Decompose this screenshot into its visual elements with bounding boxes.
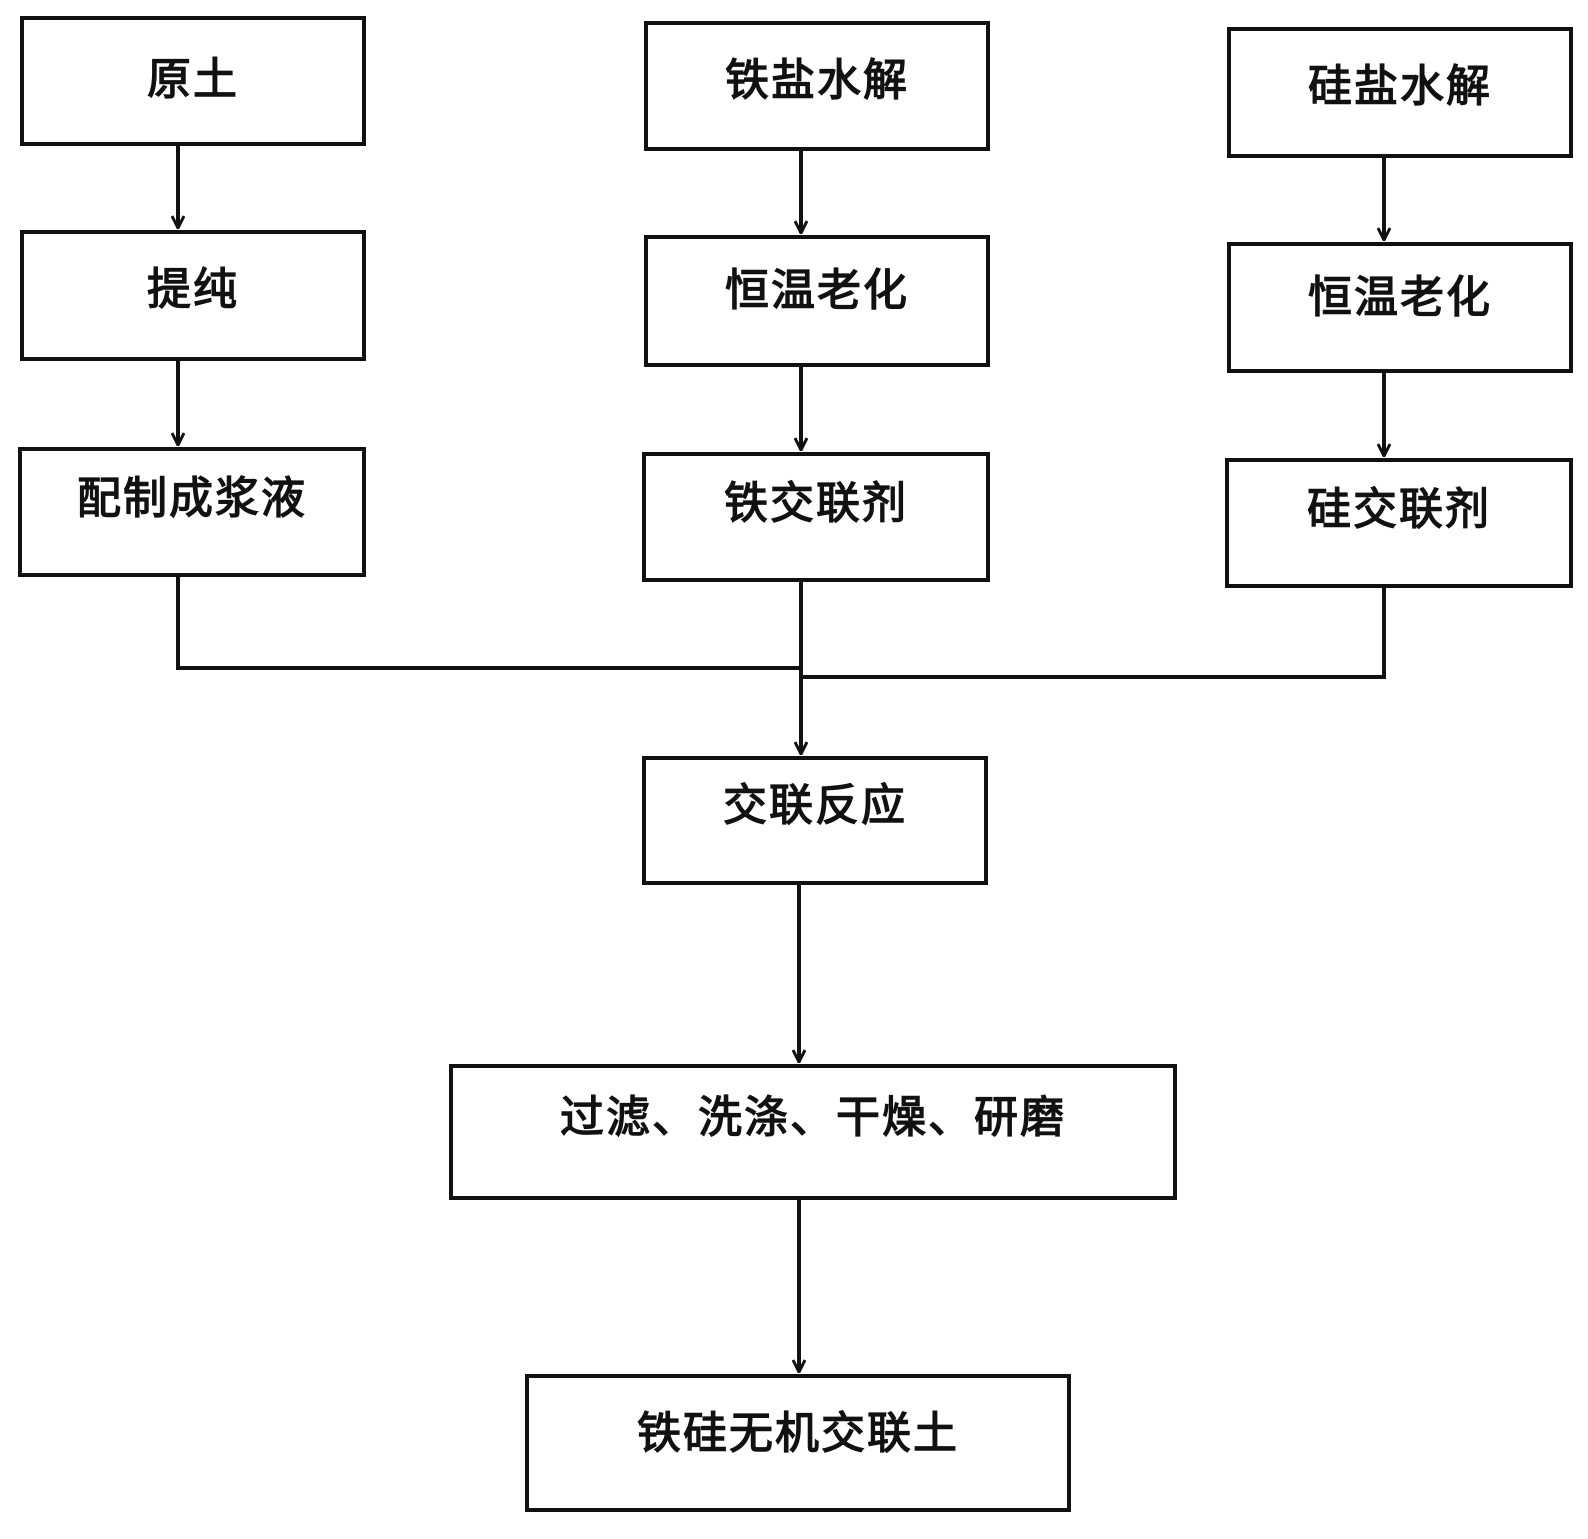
node-product: 铁硅无机交联土	[525, 1374, 1071, 1512]
node-raw-soil: 原土	[20, 16, 366, 146]
node-slurry: 配制成浆液	[18, 447, 366, 577]
node-purify: 提纯	[20, 230, 366, 361]
node-iron-crosslinker: 铁交联剂	[642, 452, 990, 582]
connector-slurry-to-merge	[176, 577, 801, 670]
node-slurry-label: 配制成浆液	[77, 473, 307, 524]
node-purify-label: 提纯	[147, 264, 239, 315]
node-silicon-crosslinker: 硅交联剂	[1225, 458, 1573, 588]
node-post-process: 过滤、洗涤、干燥、研磨	[449, 1064, 1177, 1200]
node-iron-hydrolysis: 铁盐水解	[644, 21, 990, 151]
node-silicon-hydrolysis: 硅盐水解	[1227, 27, 1573, 158]
node-post-process-label: 过滤、洗涤、干燥、研磨	[560, 1092, 1066, 1143]
node-iron-crosslinker-label: 铁交联剂	[724, 478, 908, 529]
node-iron-hydrolysis-label: 铁盐水解	[725, 55, 909, 106]
node-silicon-aging: 恒温老化	[1227, 242, 1573, 373]
node-iron-aging-label: 恒温老化	[725, 265, 909, 316]
node-crosslink-reaction-label: 交联反应	[723, 780, 907, 831]
node-iron-aging: 恒温老化	[644, 235, 990, 367]
node-silicon-crosslinker-label: 硅交联剂	[1307, 484, 1491, 535]
node-crosslink-reaction: 交联反应	[642, 756, 988, 885]
connector-silicon-crosslinker-to-merge	[801, 588, 1386, 679]
node-silicon-hydrolysis-label: 硅盐水解	[1308, 61, 1492, 112]
node-product-label: 铁硅无机交联土	[637, 1408, 959, 1459]
node-silicon-aging-label: 恒温老化	[1308, 272, 1492, 323]
node-raw-soil-label: 原土	[147, 54, 239, 105]
